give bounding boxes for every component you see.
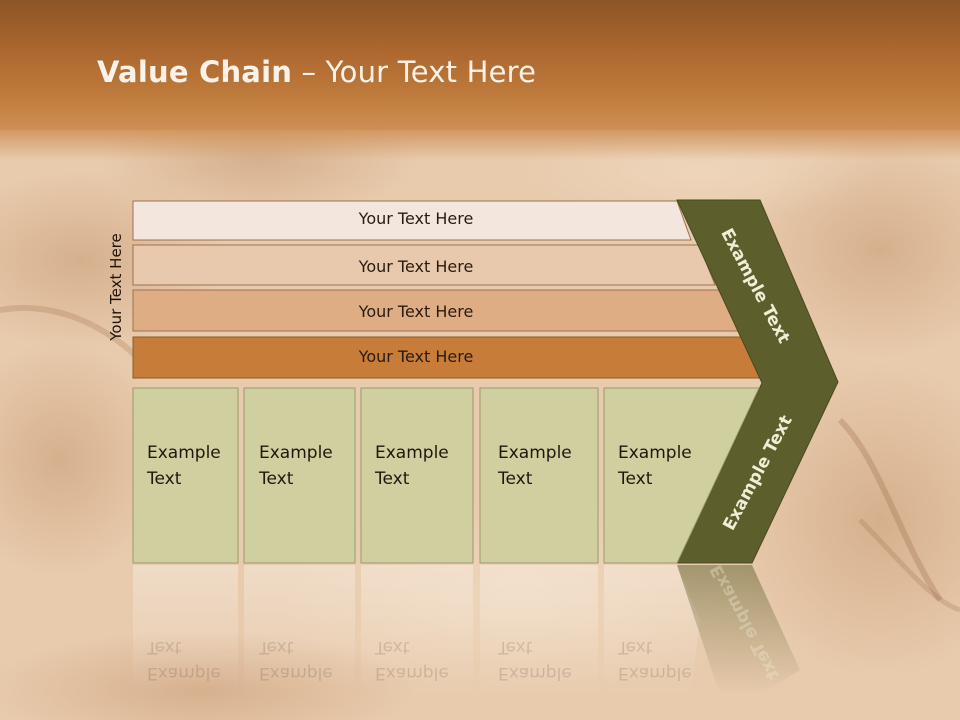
- box-1-line1: Example: [147, 443, 221, 463]
- title-rest: – Your Text Here: [292, 55, 537, 89]
- box-2-line2: Text: [259, 469, 294, 489]
- box-4-reflection: Example Text: [498, 634, 572, 686]
- box-2[interactable]: [243, 387, 356, 564]
- slide-title: Value Chain – Your Text Here: [97, 55, 536, 89]
- box-3-reflection: Example Text: [375, 634, 449, 686]
- box-4-reflection-line1: Example: [498, 663, 572, 683]
- box-5[interactable]: [603, 387, 760, 564]
- box-3-line1: Example: [375, 443, 449, 463]
- box-2-reflection-line1: Example: [259, 663, 333, 683]
- box-4-reflection-line2: Text: [498, 637, 533, 657]
- boxes-reflection: [133, 565, 800, 695]
- bar-1-label: Your Text Here: [358, 209, 474, 228]
- box-2-reflection-line2: Text: [259, 637, 294, 657]
- bar-2-label: Your Text Here: [358, 257, 474, 276]
- box-5-reflection-line1: Example: [618, 663, 692, 683]
- box-3[interactable]: [360, 387, 474, 564]
- box-4-line2: Text: [498, 469, 533, 489]
- box-2-reflection: Example Text: [259, 634, 333, 686]
- box-5-line2: Text: [618, 469, 653, 489]
- bar-2[interactable]: [132, 244, 716, 286]
- box-3-line2: Text: [375, 469, 410, 489]
- box-2-line1: Example: [259, 443, 333, 463]
- title-band: [0, 0, 960, 160]
- bar-3-label: Your Text Here: [358, 302, 474, 321]
- box-5-reflection: Example Text: [618, 634, 692, 686]
- box-1-reflection-line1: Example: [147, 663, 221, 683]
- box-5-line1: Example: [618, 443, 692, 463]
- bar-1[interactable]: [132, 200, 692, 241]
- box-1-reflection-line2: Text: [147, 637, 182, 657]
- box-1[interactable]: [132, 387, 239, 564]
- box-1-reflection: Example Text: [147, 634, 221, 686]
- bar-4-label: Your Text Here: [358, 347, 474, 366]
- box-3-reflection-line2: Text: [375, 637, 410, 657]
- box-5-reflection-line2: Text: [618, 637, 653, 657]
- box-4[interactable]: [479, 387, 599, 564]
- box-4-line1: Example: [498, 443, 572, 463]
- chevron-arrow[interactable]: [676, 199, 839, 564]
- box-1-line2: Text: [147, 469, 182, 489]
- box-3-reflection-line1: Example: [375, 663, 449, 683]
- title-bold: Value Chain: [97, 55, 293, 89]
